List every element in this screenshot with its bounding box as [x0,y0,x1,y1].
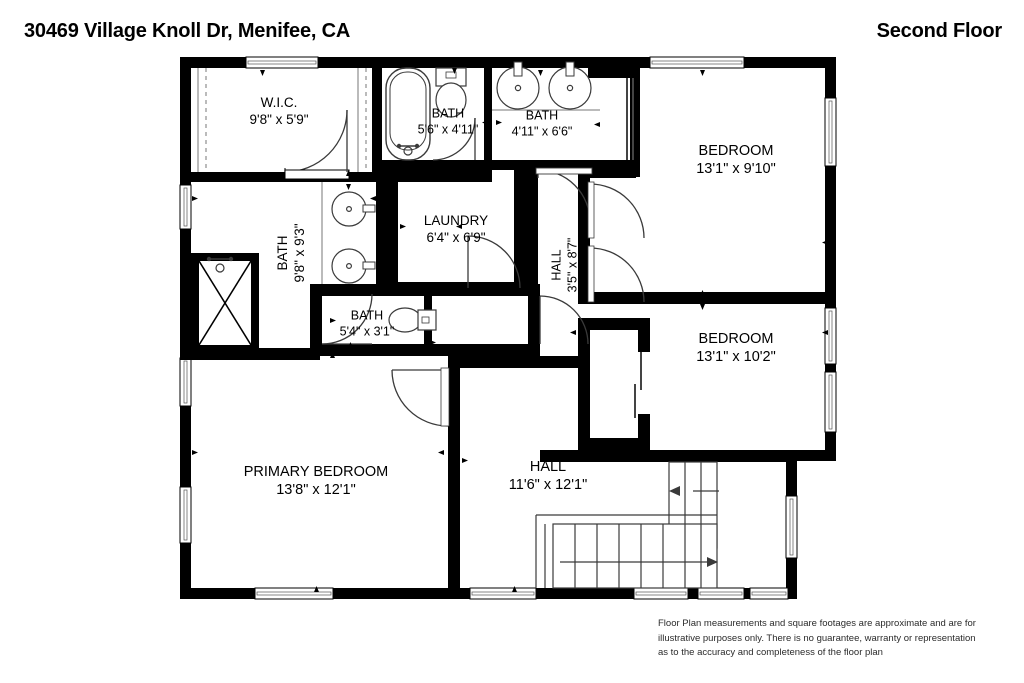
disclaimer-line-1: Floor Plan measurements and square foota… [658,617,976,629]
staircase [535,461,719,589]
toilet-fixture-2 [388,307,437,333]
disclaimer-line-2: illustrative purposes only. There is no … [658,632,976,644]
toilet-fixture-1 [435,67,467,118]
dimension-arrow-markers [192,68,828,592]
double-sink-fixture [492,61,600,111]
primary-vanity-fixture [321,182,376,284]
page-title-address: 30469 Village Knoll Dr, Menifee, CA [24,20,351,42]
disclaimer-line-3: as to the accuracy and completeness of t… [658,647,883,659]
disclaimer-text: Floor Plan measurements and square foota… [658,617,1006,661]
floor-label: Second Floor [876,20,1003,42]
walls-group [179,56,837,600]
shower-head-fixture [206,256,234,273]
bathtub-fixture [385,67,431,161]
